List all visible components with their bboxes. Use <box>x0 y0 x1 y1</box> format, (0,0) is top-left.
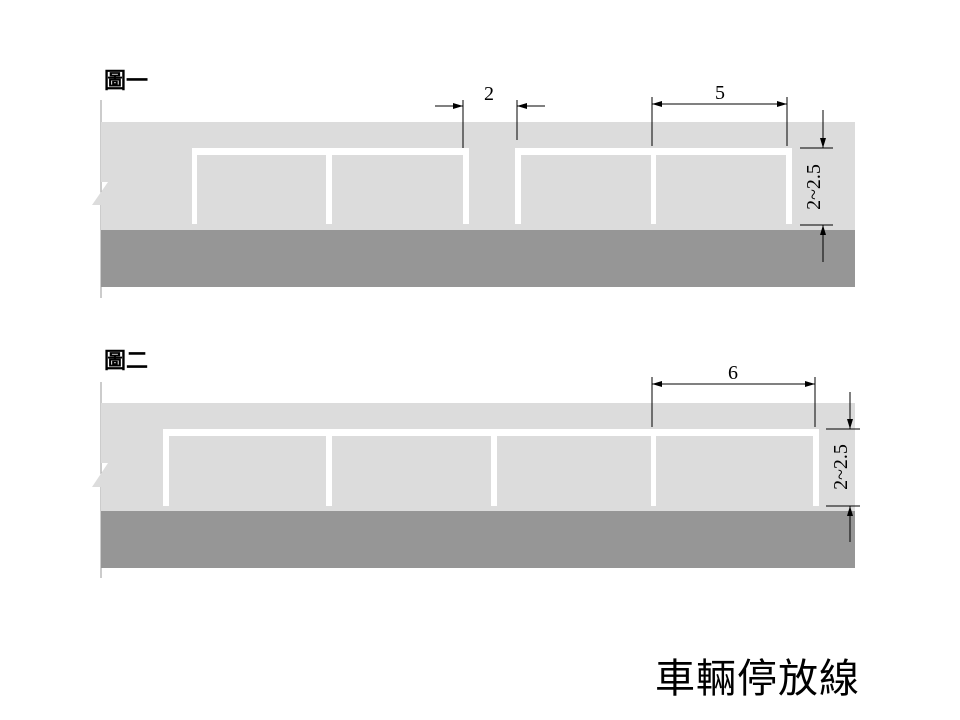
gap-dimension: 2 <box>484 83 494 105</box>
figure-2-label: 圖二 <box>104 349 148 374</box>
stall-width-dimension: 2~2.5 <box>830 444 852 490</box>
figure-1: 圖一 2 5 2~2.5 <box>92 69 855 298</box>
diagram-caption: 車輛停放線 <box>655 656 860 702</box>
sidewalk-band <box>92 122 855 230</box>
dimension-lines <box>651 377 860 542</box>
figure-2: 圖二 6 2~2.5 <box>92 349 860 578</box>
figure-1-label: 圖一 <box>104 69 148 94</box>
stall-width-dimension: 2~2.5 <box>803 164 825 210</box>
parking-markings <box>163 429 819 506</box>
stall-length-dimension: 5 <box>715 82 725 104</box>
dimension-lines <box>435 97 833 262</box>
parking-markings <box>192 148 792 224</box>
sidewalk-band <box>92 403 855 511</box>
stall-length-dimension: 6 <box>728 362 738 384</box>
road-band <box>101 511 855 568</box>
road-band <box>101 230 855 287</box>
